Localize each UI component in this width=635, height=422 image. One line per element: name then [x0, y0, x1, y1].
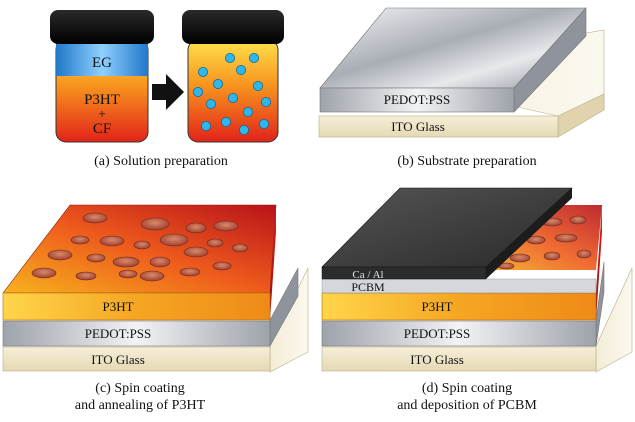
droplets — [192, 53, 271, 136]
p3ht-label-d: P3HT — [421, 299, 452, 314]
p3ht-domain — [159, 233, 189, 247]
droplet — [235, 65, 246, 76]
panel-a: EG P3HT + CF (a) Solution preparation — [50, 10, 284, 169]
p3ht-domain — [213, 220, 239, 232]
p3ht-domain — [183, 246, 209, 258]
caption-b: (b) Substrate preparation — [397, 154, 536, 169]
p3ht-domain — [99, 235, 125, 247]
panel-d: ITO Glass PEDOT:PSS P3HT PCBM Ca / Al (d… — [321, 187, 633, 413]
p3ht-domain — [133, 240, 151, 250]
p3ht-domain — [139, 270, 165, 282]
p3ht-domains — [31, 212, 249, 282]
caption-d-line1: (d) Spin coating — [422, 381, 512, 396]
plus-label: + — [98, 106, 105, 121]
p3ht-domain — [47, 249, 73, 261]
p3ht-domain — [70, 235, 90, 245]
droplet — [258, 119, 269, 130]
p3ht-domain — [112, 256, 140, 268]
p3ht-label-c: P3HT — [102, 299, 133, 314]
p3ht-domain — [75, 271, 97, 281]
caption-a: (a) Solution preparation — [94, 154, 228, 169]
ito-label-d: ITO Glass — [410, 352, 464, 367]
pedot-label-d: PEDOT:PSS — [404, 326, 471, 341]
jar-after — [182, 10, 284, 143]
p3ht-domain — [149, 256, 171, 268]
p3ht-domain — [231, 243, 249, 253]
jar-before: EG P3HT + CF — [50, 10, 154, 143]
ito-label-b: ITO Glass — [391, 119, 445, 134]
pcbm-domain — [576, 249, 592, 259]
p3ht-domain — [212, 261, 232, 271]
pedot-label-b: PEDOT:PSS — [384, 92, 451, 107]
p3ht-domain — [118, 269, 138, 279]
p3ht-domain — [86, 253, 106, 263]
p3ht-domain — [31, 267, 57, 279]
p3ht-domain — [206, 238, 224, 248]
caption-d-line2: and deposition of PCBM — [397, 398, 537, 413]
droplet — [197, 67, 208, 78]
panel-c: ITO Glass PEDOT:PSS P3HT (c) Spin coatin… — [2, 204, 309, 413]
p3ht-domain — [179, 267, 201, 277]
droplet — [200, 121, 211, 132]
droplet — [248, 53, 259, 64]
p3ht-label: P3HT — [84, 92, 120, 108]
droplet — [205, 99, 216, 110]
caption-c-line2: and annealing of P3HT — [75, 398, 206, 413]
p3ht-domain — [140, 217, 170, 231]
cf-label: CF — [93, 121, 111, 137]
pcbm-domain — [543, 251, 561, 261]
droplet — [192, 87, 203, 98]
droplet — [227, 93, 238, 104]
droplet — [224, 53, 235, 64]
ca-al-label-d: Ca / Al — [352, 269, 383, 281]
droplet — [238, 125, 249, 136]
panel-b: ITO Glass PEDOT:PSS (b) Substrate prepar… — [318, 7, 605, 169]
pedot-label-c: PEDOT:PSS — [85, 326, 152, 341]
eg-label: EG — [92, 55, 112, 71]
arrow-right-icon — [152, 74, 184, 110]
pcbm-domains — [497, 215, 592, 270]
pcbm-domain — [554, 233, 578, 243]
pcbm-label-d: PCBM — [351, 280, 385, 294]
p3ht-domain — [185, 222, 207, 234]
droplet — [242, 107, 253, 118]
pcbm-domain — [569, 215, 587, 225]
ito-label-c: ITO Glass — [91, 352, 145, 367]
droplet — [260, 97, 271, 108]
p3ht-domain — [82, 212, 108, 224]
droplet — [212, 79, 223, 90]
droplet — [252, 81, 263, 92]
droplet — [220, 117, 231, 128]
caption-c-line1: (c) Spin coating — [95, 381, 184, 396]
pcbm-domain — [509, 253, 531, 263]
